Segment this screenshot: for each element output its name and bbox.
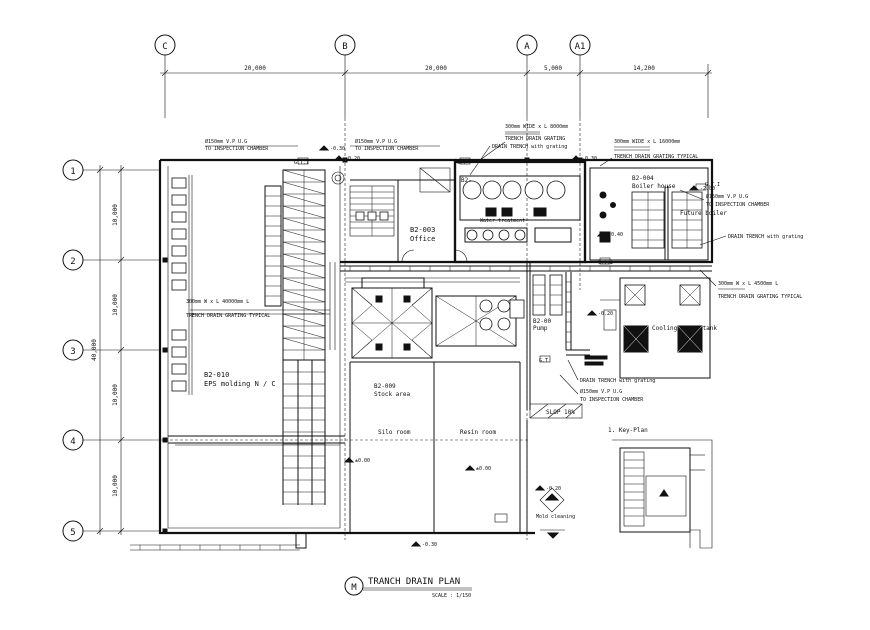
grid-col-a1: A1 (575, 42, 586, 52)
note-drain-trench-1: DRAIN TRENCH with grating (492, 144, 567, 150)
key-plan-title: 1. Key-Plan (608, 427, 648, 434)
grid-row-2: 2 (70, 257, 75, 267)
level-l9: ±0.00 (476, 466, 491, 472)
row-grid-bubbles: 1 2 3 4 5 (62, 159, 160, 542)
room-water-id: B2- (461, 177, 472, 184)
note-trench-8000-b: TRENCH DRAIN GRATING (505, 136, 565, 142)
level-marks: -0.30 -0.20 -0.30 -2.00 ±0.00 -0.20 -0.2… (318, 145, 715, 548)
note-trench-16000-a: 300mm WIDE x L 16000mm (614, 139, 680, 145)
drain-trench-row-2 (329, 262, 712, 350)
pit-tag-1: G.T.I (294, 160, 309, 166)
note-trench-4500-a: 300mm W x L 4500mm L (718, 281, 778, 287)
column-dimension-line: 20,000 20,000 5,000 14,200 (160, 65, 712, 77)
note-pipe-1b: TO INSPECTION CHAMBER (205, 146, 269, 152)
key-plan: 1. Key-Plan (608, 427, 713, 549)
grid-row-4: 4 (70, 437, 75, 447)
note-trench-16000-b: TRENCH DRAIN GRATING TYPICAL (614, 154, 698, 160)
drawing-title: M TRANCH DRAIN PLAN SCALE : 1/150 (344, 576, 472, 599)
note-pipe-6a: Ø150mm V.P U.G (706, 193, 748, 200)
silo-resin-rooms: B2-009 Stock area Silo room Resin room (345, 277, 521, 533)
room-mold: Mold cleaning (536, 514, 575, 520)
pit-tag-4: G.T (539, 358, 548, 364)
dim-c-b: 20,000 (244, 65, 266, 72)
title-tag: M (351, 583, 357, 593)
title-scale: SCALE : 1/150 (432, 593, 471, 599)
dim-a1-end: 14,200 (633, 65, 655, 72)
column-grid-bubbles: C B A A1 (154, 34, 709, 118)
note-trench-4500-b: TRENCH DRAIN GRATING TYPICAL (718, 294, 802, 300)
level-l8: -0.30 (422, 542, 437, 548)
note-pipe-2a: Ø150mm V.P U.G (355, 138, 397, 145)
grid-row-5: 5 (70, 528, 75, 538)
dim-row-4-5: 10,000 (112, 475, 119, 497)
note-drain-trench-3: DRAIN TRENCH with grating (580, 378, 655, 384)
water-treatment-room: B2- Water treatment (453, 160, 587, 264)
room-office-id: B2-003 (410, 226, 435, 234)
pit-tag-5: G.T.I (705, 182, 720, 188)
note-slope: SLOP 10% (546, 409, 575, 416)
level-l6: -0.20 (598, 311, 613, 317)
note-pipe-11a: Ø150mm V.P U.G (580, 388, 622, 395)
room-eps-name: EPS molding N / C (204, 380, 276, 388)
note-pipe-6b: TO INSPECTION CHAMBER (706, 202, 770, 208)
level-l1: -0.30 (330, 146, 345, 152)
note-trench-8000-a: 300mm WIDE x L 8000mm (505, 124, 568, 130)
grid-col-b: B (342, 42, 347, 52)
office-block: B2-003 Office (331, 167, 468, 263)
dim-row-1-2: 10,000 (112, 204, 119, 226)
room-silo: Silo room (378, 429, 411, 436)
pit-tag-3: G.T.I (598, 260, 613, 266)
room-resin: Resin room (460, 429, 497, 436)
room-future-boiler: Future boiler (680, 210, 727, 217)
room-pump-id: B2-00 (533, 318, 551, 325)
room-boiler-id: B2-004 (632, 175, 654, 182)
note-pipe-11b: TO INSPECTION CHAMBER (580, 397, 644, 403)
south-edge-details: Mold cleaning (130, 487, 575, 551)
room-office-name: Office (410, 235, 435, 243)
note-drain-trench-2: DRAIN TRENCH with grating (728, 234, 803, 240)
level-l3: -0.30 (582, 156, 597, 162)
eps-molding-room: B2-010 EPS molding N / C 300mm W x L 400… (167, 166, 345, 529)
row-dimension-lines: 10,000 10,000 10,000 10,000 40,000 (91, 165, 125, 535)
dim-a-a1: 5,000 (544, 65, 562, 72)
room-boiler-name: Boiler house (632, 183, 676, 190)
grid-col-c: C (162, 42, 167, 52)
grid-row-1: 1 (70, 167, 75, 177)
title-text: TRANCH DRAIN PLAN (368, 577, 460, 587)
level-l10: -0.40 (608, 232, 623, 238)
dim-row-total: 40,000 (91, 339, 98, 361)
level-l7: -0.20 (546, 486, 561, 492)
room-stock-name: Stock area (374, 391, 411, 398)
callout-notes: Ø150mm V.P U.G TO INSPECTION CHAMBER Ø15… (205, 124, 803, 403)
room-water-name: Water treatment (480, 218, 525, 224)
note-pipe-2b: TO INSPECTION CHAMBER (355, 146, 419, 152)
pump-room: B2-00 Pump SLOP 10% (509, 272, 590, 419)
room-stock-id: B2-009 (374, 383, 396, 390)
grid-col-a: A (524, 42, 530, 52)
level-l4: -2.00 (700, 186, 715, 192)
pit-tag-2: G.T (457, 160, 466, 166)
level-l2: -0.20 (345, 156, 360, 162)
dim-b-a: 20,000 (425, 65, 447, 72)
room-cooling: Cooling water tank (652, 325, 717, 332)
grid-row-3: 3 (70, 347, 75, 357)
dim-row-2-3: 10,000 (112, 294, 119, 316)
dim-row-3-4: 10,000 (112, 384, 119, 406)
note-pipe-1a: Ø150mm V.P U.G (205, 138, 247, 145)
cooling-water-tank: Cooling water tank (600, 277, 717, 379)
room-pump-name: Pump (533, 325, 548, 332)
boiler-house-room: B2-004 Boiler house Future boiler (589, 167, 727, 261)
pit-tags: G.T.I G.T G.T.I G.T G.T.I (294, 157, 720, 364)
room-eps-id: B2-010 (204, 371, 229, 379)
level-l5: ±0.00 (355, 458, 370, 464)
note-trench-40000-a: 300mm W x L 40000mm L (186, 299, 249, 305)
note-trench-40000-b: TRENCH DRAIN GRATING TYPICAL (186, 313, 270, 319)
